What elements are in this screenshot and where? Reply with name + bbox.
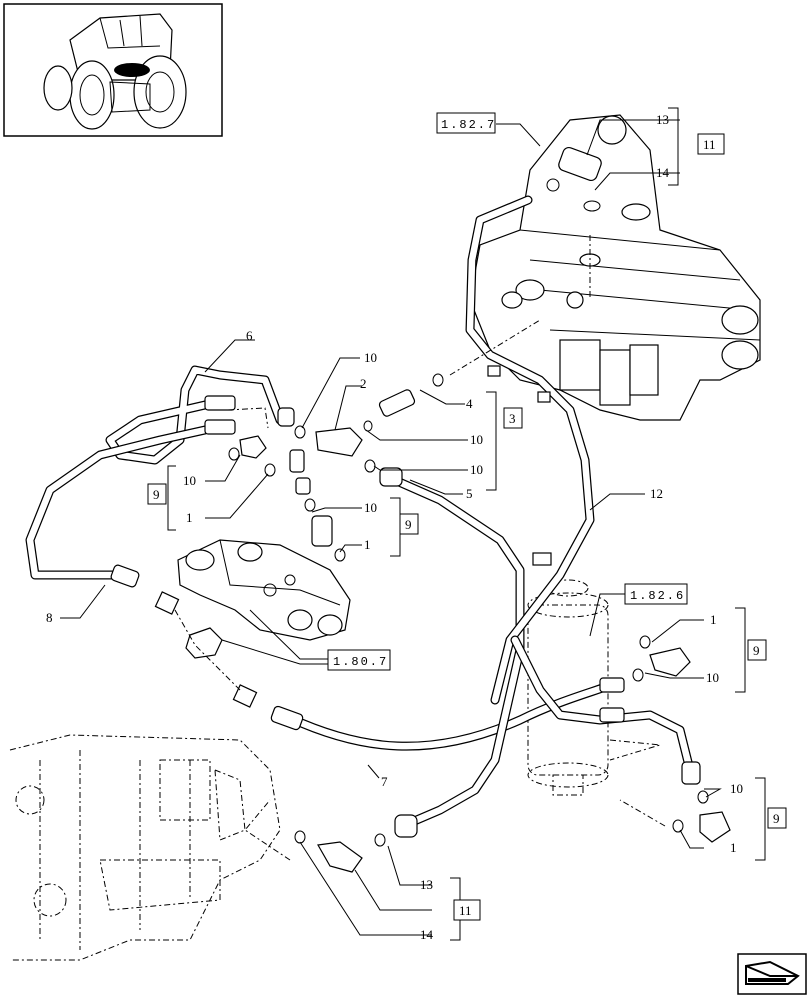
svg-text:8: 8 bbox=[46, 610, 53, 625]
pipe-8 bbox=[25, 425, 210, 588]
svg-text:1.82.6: 1.82.6 bbox=[630, 589, 685, 603]
svg-text:1: 1 bbox=[186, 510, 193, 525]
svg-text:9: 9 bbox=[153, 487, 160, 502]
svg-text:14: 14 bbox=[420, 927, 434, 942]
group-box-11-bottom: 11 bbox=[453, 899, 481, 921]
svg-text:1: 1 bbox=[730, 840, 737, 855]
group-box-9-right: 9 bbox=[747, 639, 767, 661]
svg-text:9: 9 bbox=[405, 517, 412, 532]
svg-text:13: 13 bbox=[656, 112, 669, 127]
svg-text:13: 13 bbox=[420, 877, 433, 892]
reference-box-mid[interactable]: 1.82.6 bbox=[624, 583, 688, 605]
svg-text:6: 6 bbox=[246, 328, 253, 343]
group-box-3: 3 bbox=[503, 407, 523, 429]
group-box-9-mid: 9 bbox=[399, 513, 419, 535]
reference-box-top[interactable]: 1.82.7 bbox=[436, 112, 496, 134]
svg-text:1.82.7: 1.82.7 bbox=[441, 118, 496, 132]
pipe-12 bbox=[465, 195, 595, 705]
svg-text:3: 3 bbox=[509, 411, 516, 426]
next-page-arrow-icon[interactable] bbox=[737, 953, 807, 995]
svg-text:11: 11 bbox=[459, 903, 472, 918]
distributor-valve bbox=[177, 539, 351, 659]
svg-text:10: 10 bbox=[364, 500, 377, 515]
svg-text:1: 1 bbox=[364, 537, 371, 552]
pipe-7 bbox=[270, 680, 615, 751]
svg-text:9: 9 bbox=[753, 643, 760, 658]
svg-text:10: 10 bbox=[470, 462, 483, 477]
group-box-9-left: 9 bbox=[147, 483, 167, 505]
leader-lines bbox=[60, 119, 722, 936]
svg-text:4: 4 bbox=[466, 396, 473, 411]
reference-box-valve[interactable]: 1.80.7 bbox=[327, 649, 391, 671]
transmission-housing bbox=[9, 734, 281, 961]
svg-text:5: 5 bbox=[466, 486, 473, 501]
svg-text:1: 1 bbox=[710, 612, 717, 627]
fittings bbox=[154, 146, 731, 873]
group-box-9-bottom: 9 bbox=[767, 807, 787, 829]
tractor-thumbnail-icon bbox=[3, 3, 223, 137]
svg-text:10: 10 bbox=[706, 670, 719, 685]
svg-text:11: 11 bbox=[703, 137, 716, 152]
callout-labels: 6 10 2 4 10 10 5 10 1 10 1 8 12 7 13 14 … bbox=[46, 112, 743, 942]
svg-text:2: 2 bbox=[360, 376, 367, 391]
control-valve-assembly bbox=[469, 114, 761, 421]
connection-lines bbox=[174, 235, 666, 861]
svg-text:7: 7 bbox=[381, 774, 388, 789]
svg-text:9: 9 bbox=[773, 811, 780, 826]
svg-text:10: 10 bbox=[183, 473, 196, 488]
svg-text:1.80.7: 1.80.7 bbox=[333, 655, 388, 669]
pipe-right-loop bbox=[510, 635, 701, 785]
svg-text:10: 10 bbox=[364, 350, 377, 365]
svg-text:10: 10 bbox=[730, 781, 743, 796]
svg-text:12: 12 bbox=[650, 486, 663, 501]
svg-text:14: 14 bbox=[656, 165, 670, 180]
svg-text:10: 10 bbox=[470, 432, 483, 447]
group-box-11-top: 11 bbox=[697, 133, 725, 155]
